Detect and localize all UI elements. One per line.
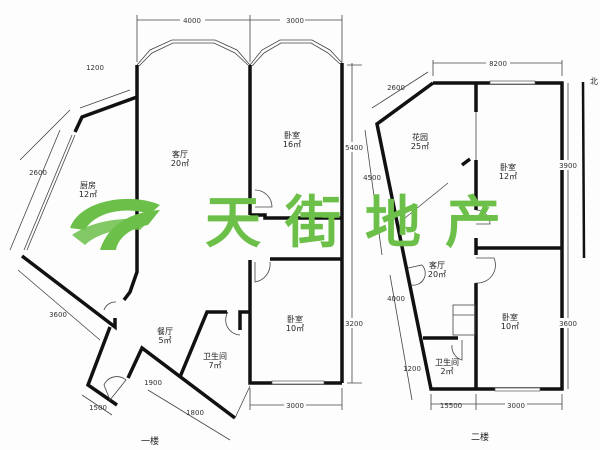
wall-floor1-kitchen-bottom (20, 254, 117, 331)
dim-4500: 4500 (363, 174, 381, 182)
door-floor2-bath (451, 340, 463, 361)
room-f2-living-area: 20㎡ (428, 270, 446, 279)
wall-floor1-dining-right (126, 345, 237, 420)
window-kitchen-inner (26, 134, 76, 251)
room-garden-area: 25㎡ (411, 142, 429, 151)
dim-3000-bottom: 3000 (286, 402, 304, 410)
room-bedroom1-name: 卧室 (284, 130, 300, 140)
watermark-logo-icon (70, 198, 160, 250)
dim-3000-f2: 3000 (507, 402, 525, 410)
wall-floor1-kitchen-outer (73, 95, 138, 133)
dim-1200: 1200 (86, 64, 104, 72)
room-bedroom2-area: 10㎡ (286, 324, 304, 333)
room-f2-bath-name: 卫生间 (435, 357, 459, 367)
door-kitchen (103, 301, 117, 311)
dim-3000: 3000 (286, 17, 304, 25)
room-kitchen-name: 厨房 (80, 180, 96, 190)
dim-1900: 1900 (144, 379, 162, 387)
door-floor2-bedroom1 (475, 209, 491, 225)
dim-2600-f2: 2600 (387, 84, 405, 92)
room-f2-bedroom2-area: 10㎡ (501, 322, 519, 331)
door-entrance (103, 376, 127, 401)
window-bedroom2 (271, 380, 325, 385)
room-garden-name: 花园 (412, 132, 428, 142)
dimension-lines-floor1 (9, 15, 362, 441)
north-label: 北 (590, 77, 598, 86)
room-kitchen-area: 12㎡ (79, 190, 97, 199)
stairs-icon (452, 304, 476, 336)
room-living-area: 20㎡ (171, 159, 189, 168)
room-bath-name: 卫生间 (203, 351, 227, 361)
room-f2-bedroom1-area: 12㎡ (499, 172, 517, 181)
door-floor2-bedroom2 (475, 257, 496, 284)
watermark-text: 天街地产 (205, 191, 525, 256)
window-floor2-bottom (494, 387, 541, 392)
dim-1200-f2: 1200 (403, 365, 421, 373)
dim-15500: 15500 (440, 402, 462, 410)
door-bedroom2 (254, 261, 271, 283)
wall-floor1-living-left (122, 65, 139, 302)
dim-5400: 5400 (345, 144, 363, 152)
window-floor2-top (489, 80, 536, 85)
dim-2600: 2600 (29, 169, 47, 177)
dim-1500: 1500 (89, 404, 107, 412)
door-floor2-balcony (407, 264, 426, 286)
window-bath (234, 385, 251, 419)
room-f2-bath-area: 2㎡ (440, 367, 453, 376)
wall-floor1-bath (178, 310, 227, 378)
room-f2-living-name: 客厅 (429, 260, 445, 270)
room-bath-area: 7㎡ (208, 361, 221, 370)
north-arrow-icon (581, 81, 586, 259)
room-dining-name: 餐厅 (157, 327, 173, 336)
room-f2-bedroom2-name: 卧室 (502, 312, 518, 322)
dim-1800: 1800 (186, 409, 204, 417)
room-bedroom2-name: 卧室 (287, 314, 303, 324)
floor1-title: 一楼 (141, 435, 159, 447)
dim-4000: 4000 (183, 17, 201, 25)
door-bedroom1 (254, 189, 273, 208)
wall-floor1-dining-left (85, 326, 118, 407)
door-bath (225, 311, 241, 336)
dim-3600: 3600 (49, 311, 67, 319)
window-kitchen (23, 134, 73, 251)
dim-8200: 8200 (489, 60, 507, 68)
dim-3600-f2: 3600 (559, 320, 577, 328)
room-f2-bedroom1-name: 卧室 (500, 162, 516, 172)
room-dining-area: 5㎡ (158, 336, 171, 345)
wall-floor1-bedroom1-bottom (250, 213, 342, 220)
arch-window-bedroom (249, 39, 343, 67)
room-living-name: 客厅 (172, 149, 188, 159)
sliding-door-garden (399, 182, 449, 223)
room-bedroom1-area: 16㎡ (283, 140, 301, 149)
arch-window-living (136, 39, 251, 67)
dim-4000-f2: 4000 (387, 295, 405, 303)
dim-3900: 3900 (559, 162, 577, 170)
wall-floor2-garden-stub (460, 157, 472, 167)
dim-3200: 3200 (345, 320, 363, 328)
floor2-title: 二楼 (471, 431, 489, 443)
wall-floor1-bath-right (238, 310, 250, 330)
